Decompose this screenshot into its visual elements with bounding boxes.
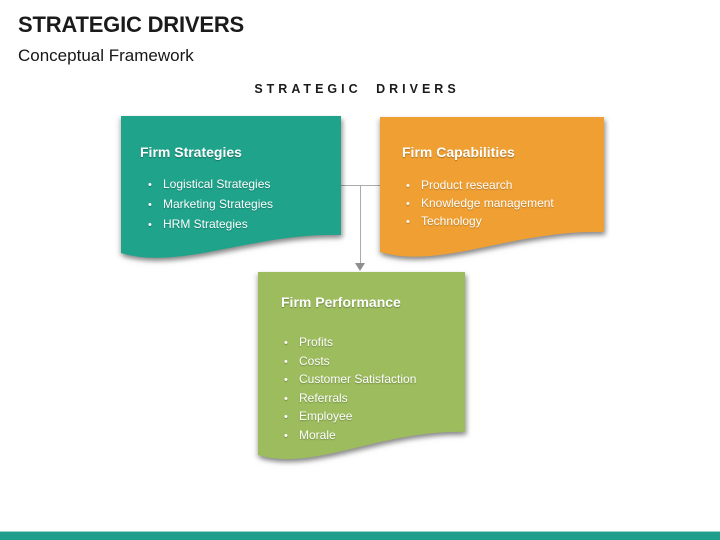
firm-strategies-list: Logistical Strategies Marketing Strategi… <box>148 175 273 235</box>
list-item: HRM Strategies <box>148 215 273 235</box>
slide-title: STRATEGIC DRIVERS <box>18 12 244 37</box>
slide-subtitle: Conceptual Framework <box>18 46 194 65</box>
diagram-heading: STRATEGIC DRIVERS <box>254 82 460 96</box>
list-item: Employee <box>284 408 416 427</box>
list-item: Profits <box>284 334 416 353</box>
firm-strategies-title: Firm Strategies <box>140 144 242 160</box>
firm-capabilities-title: Firm Capabilities <box>402 144 515 160</box>
list-item: Morale <box>284 427 416 446</box>
list-item: Costs <box>284 353 416 372</box>
list-item: Technology <box>406 213 554 231</box>
arrow-down-icon <box>355 263 365 271</box>
list-item: Product research <box>406 177 554 195</box>
firm-performance-list: Profits Costs Customer Satisfaction Refe… <box>284 334 416 445</box>
list-item: Logistical Strategies <box>148 175 273 195</box>
firm-capabilities-list: Product research Knowledge management Te… <box>406 177 554 231</box>
list-item: Referrals <box>284 390 416 409</box>
connector-line-vertical <box>360 185 361 264</box>
list-item: Knowledge management <box>406 195 554 213</box>
list-item: Marketing Strategies <box>148 195 273 215</box>
list-item: Customer Satisfaction <box>284 371 416 390</box>
firm-performance-title: Firm Performance <box>281 294 401 310</box>
footer-accent-bar <box>0 531 720 540</box>
